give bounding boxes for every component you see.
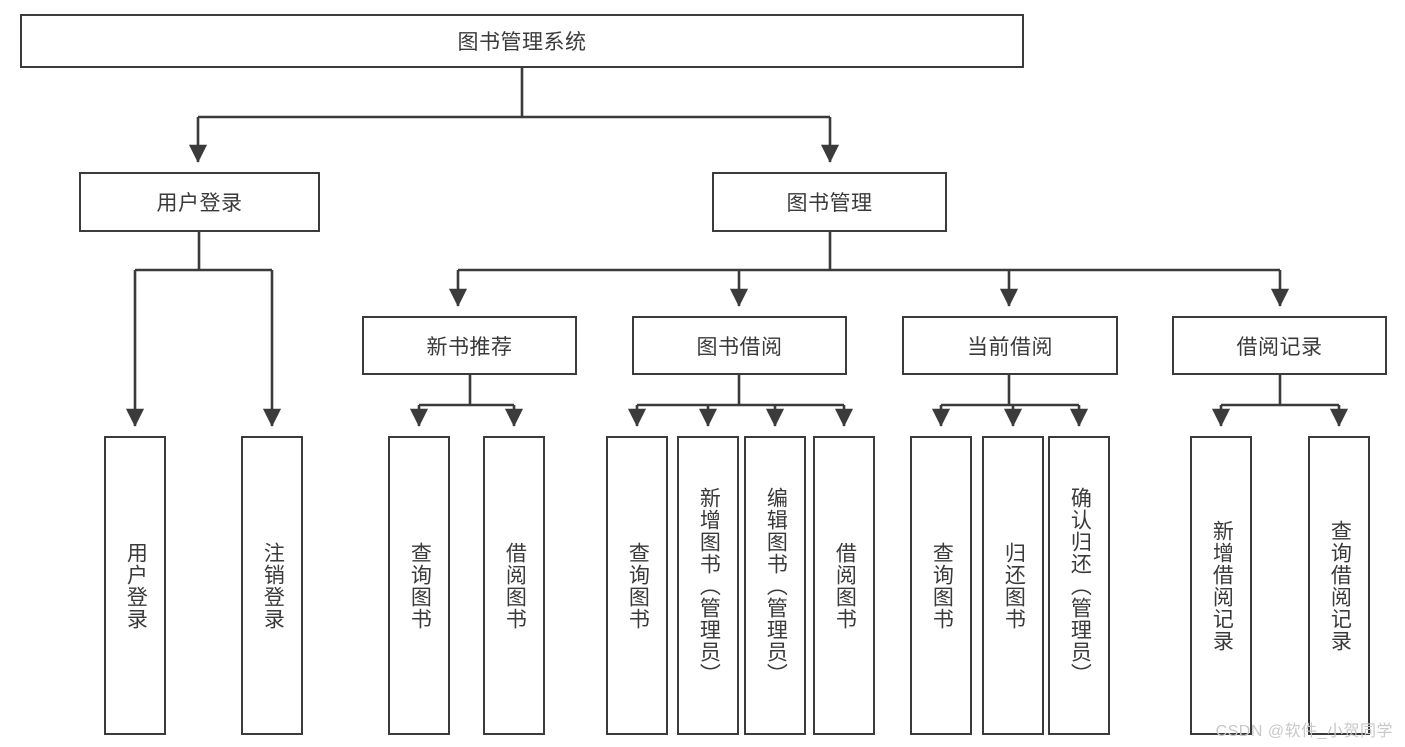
node-leaf-logout-label: 注销登录 <box>261 541 285 630</box>
node-book-manage-label: 图书管理 <box>786 192 873 215</box>
node-leaf-logout[interactable]: 注销登录 <box>241 436 303 735</box>
node-leaf-borrow-book-1-label: 借阅图书 <box>503 541 527 630</box>
node-book-manage[interactable]: 图书管理 <box>712 172 947 232</box>
node-book-borrow[interactable]: 图书借阅 <box>632 316 847 375</box>
node-new-book-recommend[interactable]: 新书推荐 <box>362 316 577 375</box>
node-user-login-label: 用户登录 <box>156 192 243 215</box>
node-root[interactable]: 图书管理系统 <box>20 14 1024 68</box>
node-leaf-query-record[interactable]: 查询借阅记录 <box>1308 436 1370 735</box>
node-leaf-borrow-book-2[interactable]: 借阅图书 <box>813 436 875 735</box>
node-leaf-add-record[interactable]: 新增借阅记录 <box>1190 436 1252 735</box>
node-book-borrow-label: 图书借阅 <box>696 335 783 359</box>
node-leaf-query-record-label: 查询借阅记录 <box>1328 519 1352 652</box>
csdn-watermark: CSDN @软件_小贺同学 <box>1215 723 1393 740</box>
node-leaf-query-book-2-label: 查询图书 <box>626 541 650 630</box>
node-root-label: 图书管理系统 <box>457 31 587 54</box>
node-leaf-query-book-2[interactable]: 查询图书 <box>606 436 668 735</box>
node-borrow-record-label: 借阅记录 <box>1236 335 1323 359</box>
node-leaf-edit-book-label: 编辑图书（管理员） <box>764 486 788 685</box>
node-leaf-confirm-return[interactable]: 确认归还（管理员） <box>1048 436 1110 735</box>
node-leaf-borrow-book-1[interactable]: 借阅图书 <box>483 436 545 735</box>
node-borrow-record[interactable]: 借阅记录 <box>1172 316 1387 375</box>
node-leaf-borrow-book-2-label: 借阅图书 <box>833 541 857 630</box>
node-leaf-return-book[interactable]: 归还图书 <box>982 436 1044 735</box>
node-leaf-query-book-3[interactable]: 查询图书 <box>910 436 972 735</box>
node-leaf-return-book-label: 归还图书 <box>1002 541 1026 630</box>
node-current-borrow-label: 当前借阅 <box>967 335 1053 359</box>
node-leaf-query-book-1-label: 查询图书 <box>408 541 432 630</box>
node-leaf-add-record-label: 新增借阅记录 <box>1210 519 1234 652</box>
node-current-borrow[interactable]: 当前借阅 <box>902 316 1118 375</box>
node-new-book-recommend-label: 新书推荐 <box>426 335 513 359</box>
node-leaf-query-book-3-label: 查询图书 <box>930 541 954 630</box>
node-leaf-add-book-label: 新增图书（管理员） <box>697 486 721 685</box>
node-leaf-user-login-label: 用户登录 <box>124 541 148 630</box>
node-leaf-edit-book[interactable]: 编辑图书（管理员） <box>744 436 806 735</box>
node-leaf-add-book[interactable]: 新增图书（管理员） <box>677 436 739 735</box>
node-leaf-confirm-return-label: 确认归还（管理员） <box>1068 486 1092 685</box>
node-user-login[interactable]: 用户登录 <box>79 172 320 232</box>
node-leaf-query-book-1[interactable]: 查询图书 <box>388 436 450 735</box>
node-leaf-user-login[interactable]: 用户登录 <box>104 436 166 735</box>
